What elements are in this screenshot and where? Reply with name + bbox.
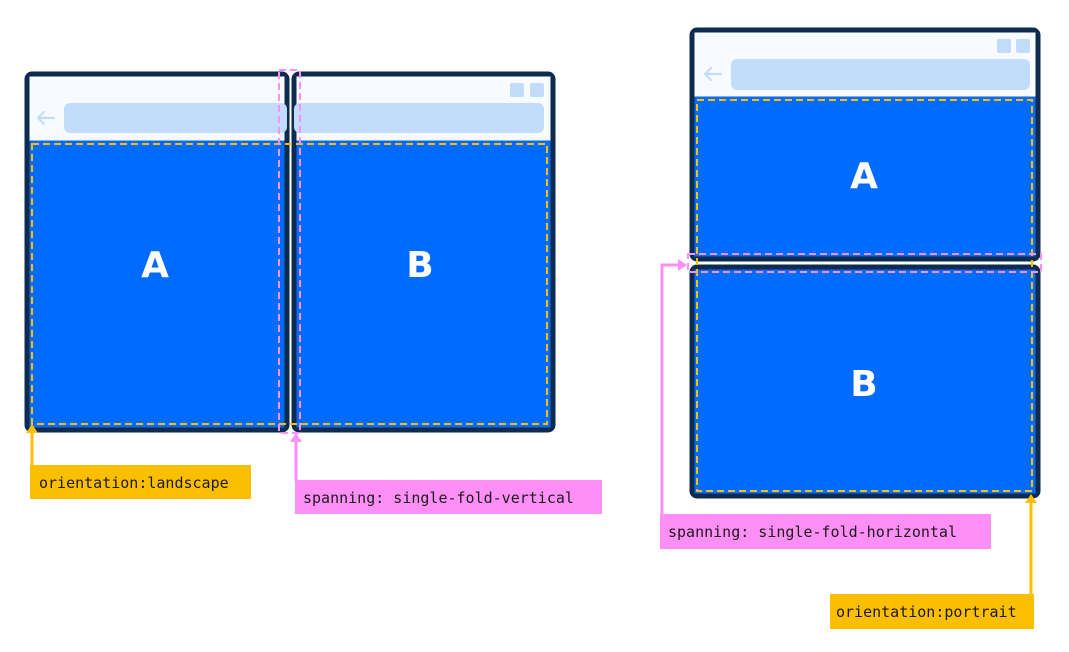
portrait-bottom-screen [689, 264, 1041, 499]
vertical-fold-outline [278, 69, 301, 434]
landscape-orientation-tag-box [30, 465, 251, 499]
window-button-icon[interactable] [1016, 39, 1030, 53]
portrait-orientation-outline [696, 99, 1033, 492]
landscape-orientation-outline [31, 143, 548, 425]
portrait-device: A B spanning: single-fold-horizontal ori… [660, 27, 1042, 629]
landscape-pane-a-label: A [141, 245, 169, 286]
landscape-right-screen [291, 71, 556, 433]
portrait-pane-a-label: A [850, 156, 878, 197]
landscape-orientation-arrowhead [26, 424, 38, 433]
portrait-top-pane [694, 96, 1036, 257]
address-bar-left[interactable] [64, 103, 287, 133]
portrait-orientation-arrowhead [1025, 494, 1037, 503]
landscape-orientation-callout: orientation:landscape [26, 424, 251, 499]
horizontal-spanning-callout: spanning: single-fold-horizontal [660, 259, 991, 549]
portrait-bottom-pane [694, 269, 1036, 494]
back-arrow-icon[interactable] [36, 110, 56, 126]
landscape-left-screen [24, 71, 290, 433]
portrait-pane-b-label: B [850, 364, 877, 405]
landscape-left-pane [29, 140, 285, 428]
horizontal-spanning-tag-box [660, 514, 991, 549]
window-button-icon[interactable] [510, 83, 524, 97]
window-button-icon[interactable] [530, 83, 544, 97]
window-button-icon[interactable] [997, 39, 1011, 53]
horizontal-spanning-tag: spanning: single-fold-horizontal [668, 523, 957, 541]
address-bar-right[interactable] [294, 103, 544, 133]
landscape-device: A B orientation:landscape spanning: sing… [24, 69, 602, 514]
vertical-spanning-arrowhead [290, 433, 302, 442]
landscape-pane-b-label: B [406, 245, 433, 286]
horizontal-spanning-connector [660, 263, 680, 516]
portrait-orientation-tag-box [830, 594, 1034, 629]
address-bar[interactable] [731, 59, 1030, 90]
vertical-spanning-tag-box [295, 480, 602, 514]
horizontal-spanning-arrowhead [678, 259, 687, 271]
portrait-top-screen [689, 27, 1041, 262]
horizontal-fold-outline [687, 253, 1042, 273]
back-arrow-icon[interactable] [703, 66, 723, 82]
landscape-orientation-tag: orientation:landscape [39, 474, 229, 492]
landscape-right-pane [296, 140, 551, 428]
vertical-spanning-callout: spanning: single-fold-vertical [290, 433, 602, 514]
portrait-orientation-tag: orientation:portrait [836, 603, 1017, 621]
vertical-spanning-tag: spanning: single-fold-vertical [303, 489, 574, 507]
portrait-orientation-callout: orientation:portrait [830, 494, 1037, 629]
